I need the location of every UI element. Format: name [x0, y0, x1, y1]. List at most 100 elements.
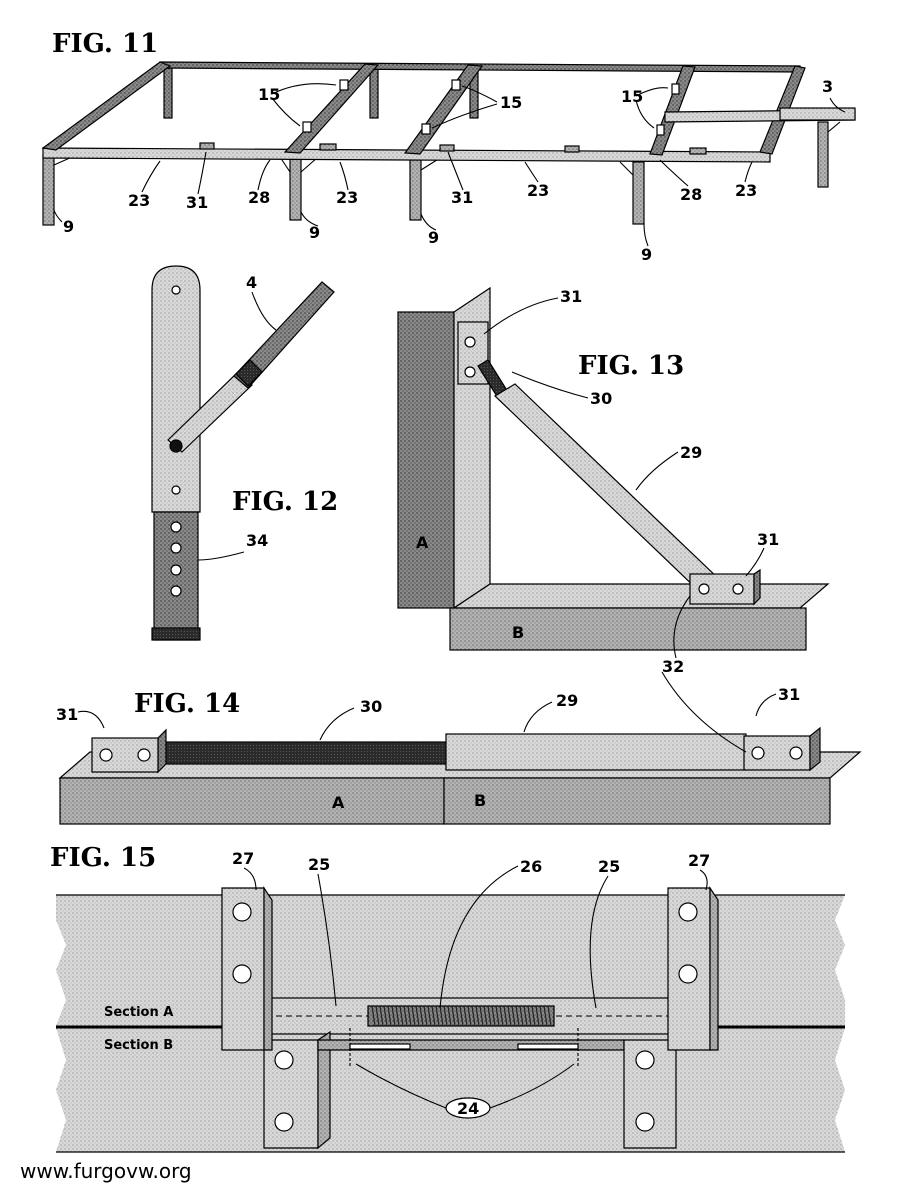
figure-12: FIG. 12 4 34	[151, 265, 338, 641]
fig12-pivot	[169, 439, 183, 453]
fig11-label-23c: 23	[527, 181, 549, 200]
spring-coil	[491, 1005, 496, 1027]
fig11-label-28a: 28	[248, 188, 270, 207]
spring-coil	[371, 1005, 376, 1027]
fig15-spring-26	[367, 1005, 555, 1027]
fig11-latches	[199, 142, 707, 155]
fig11-label-9d: 9	[641, 245, 652, 264]
spring-coil	[479, 1005, 484, 1027]
spring-coil	[435, 1005, 440, 1027]
fig11-label-31a: 31	[186, 193, 208, 212]
fig13-label-31a: 31	[560, 287, 582, 306]
fig14-label-30: 30	[360, 697, 382, 716]
spring-coil	[447, 1005, 452, 1027]
fig11-labels: 15 15 15 3 23 31 28 23 31 23 28 23 9 9 9…	[63, 77, 833, 264]
fig12-label-4: 4	[246, 273, 257, 292]
fig14-title: FIG. 14	[134, 689, 240, 719]
fig14-rod-30	[157, 741, 449, 765]
fig13-label-30: 30	[590, 389, 612, 408]
fig11-label-23a: 23	[128, 191, 150, 210]
fig11-leaders	[53, 83, 846, 247]
figure-14: FIG. 14 31 30 29 31 A B	[56, 671, 862, 825]
spring-coil	[395, 1005, 400, 1027]
fig13-label-29: 29	[680, 443, 702, 462]
fig11-side-rail	[42, 147, 771, 163]
spring-coil	[499, 1005, 504, 1027]
spring-coil	[443, 1005, 448, 1027]
fig12-upright	[151, 265, 201, 513]
fig12-strut-upper	[233, 281, 335, 389]
fig11-hinge-plates	[302, 79, 680, 136]
spring-coil	[407, 1005, 412, 1027]
spring-coil	[439, 1005, 444, 1027]
fig15-title: FIG. 15	[50, 843, 156, 873]
fig13-leaders	[483, 297, 765, 659]
spring-coil	[463, 1005, 468, 1027]
spring-coil	[403, 1005, 408, 1027]
fig13-label-31b: 31	[757, 530, 779, 549]
figure-15: FIG. 15 Section A Section B 27 25 26 25 …	[50, 843, 845, 1153]
fig14-label-B: B	[474, 791, 486, 810]
spring-coil	[451, 1005, 456, 1027]
fig15-label-25b: 25	[598, 857, 620, 876]
fig14-label-A: A	[332, 793, 345, 812]
spring-coil	[539, 1005, 544, 1027]
spring-coil	[419, 1005, 424, 1027]
fig14-leaders	[77, 671, 777, 753]
fig14-tube-29	[445, 733, 747, 771]
fig15-section-A-label: Section A	[104, 1005, 173, 1020]
spring-coil	[431, 1005, 436, 1027]
fig11-label-23d: 23	[735, 181, 757, 200]
spring-coil	[379, 1005, 384, 1027]
spring-coil	[515, 1005, 520, 1027]
fig11-label-23b: 23	[336, 188, 358, 207]
spring-coil	[387, 1005, 392, 1027]
spring-coil	[427, 1005, 432, 1027]
spring-coil	[399, 1005, 404, 1027]
spring-coil	[495, 1005, 500, 1027]
fig11-label-9b: 9	[309, 223, 320, 242]
fig13-label-B: B	[512, 623, 524, 642]
fig12-leg-34	[153, 511, 199, 641]
fig11-title: FIG. 11	[52, 29, 158, 59]
spring-coil	[511, 1005, 516, 1027]
fig14-block-B	[443, 777, 831, 825]
spring-coil	[391, 1005, 396, 1027]
fig11-label-3: 3	[822, 77, 833, 96]
fig13-title: FIG. 13	[578, 351, 684, 381]
fig13-label-32: 32	[662, 657, 684, 676]
fig13-label-A: A	[416, 533, 429, 552]
spring-coil	[519, 1005, 524, 1027]
fig11-label-15b: 15	[500, 93, 522, 112]
spring-coil	[483, 1005, 488, 1027]
fig14-block-A	[59, 777, 445, 825]
spring-coil	[543, 1005, 548, 1027]
spring-coil	[487, 1005, 492, 1027]
fig11-legs	[42, 67, 829, 226]
spring-coil	[459, 1005, 464, 1027]
spring-coil	[547, 1005, 552, 1027]
fig13-base-B	[449, 607, 807, 651]
fig12-leg-holes	[170, 521, 182, 597]
fig12-title: FIG. 12	[232, 487, 338, 517]
fig11-left-end	[41, 61, 172, 151]
fig14-label-31a: 31	[56, 705, 78, 724]
spring-coil	[455, 1005, 460, 1027]
watermark: www.furgovw.org	[20, 1159, 192, 1183]
spring-coil	[411, 1005, 416, 1027]
fig15-label-25a: 25	[308, 855, 330, 874]
spring-coil	[503, 1005, 508, 1027]
fig15-label-24: 24	[457, 1099, 479, 1118]
spring-coil	[527, 1005, 532, 1027]
spring-coil	[475, 1005, 480, 1027]
figure-11: FIG. 11	[41, 29, 856, 264]
fig11-crossbar-1	[283, 63, 380, 154]
spring-coil	[467, 1005, 472, 1027]
spring-coil	[523, 1005, 528, 1027]
spring-coil	[507, 1005, 512, 1027]
spring-coil	[383, 1005, 388, 1027]
fig15-label-27b: 27	[688, 851, 710, 870]
fig15-label-26: 26	[520, 857, 542, 876]
fig14-label-29: 29	[556, 691, 578, 710]
